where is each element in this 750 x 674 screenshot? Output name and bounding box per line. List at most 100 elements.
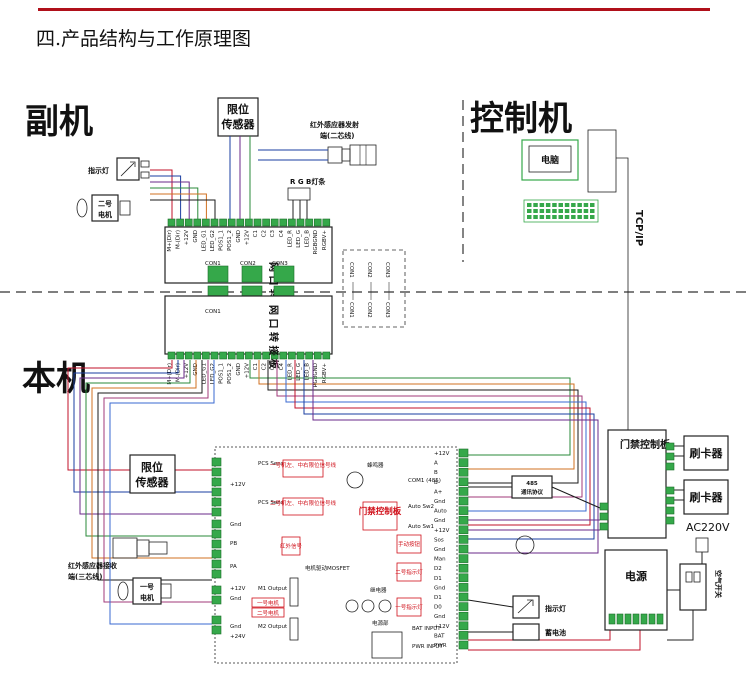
main-right-terminal	[458, 631, 469, 640]
fuji-board-pin-label: LED_G	[296, 230, 302, 248]
fuji-board-pin-label: C2	[262, 230, 268, 237]
bat-input: BAT INPUT	[412, 626, 441, 632]
main-right-terminal	[458, 563, 469, 573]
fuji-board-pin-label: GND	[193, 230, 199, 243]
page-title: 四.产品结构与工作原理图	[36, 28, 251, 50]
benji-board-terminal	[262, 351, 270, 360]
main-left-pin-label: PA	[230, 564, 237, 570]
battery-box	[512, 623, 540, 641]
benji-board-label: 网 口 转 接 板	[267, 305, 280, 370]
fuji-board-terminal	[245, 218, 253, 227]
tcp-link	[616, 157, 629, 440]
keyboard-key	[577, 203, 582, 207]
arrow-icon	[120, 161, 136, 177]
benji-board-terminal	[288, 351, 296, 360]
keyboard-key	[527, 203, 532, 207]
keyboard-key	[552, 215, 557, 219]
keyboard-key	[571, 209, 576, 213]
air-switch	[679, 563, 707, 611]
main-right-terminal	[458, 583, 469, 592]
benji-board-pin-label: M+(Dir)	[167, 363, 173, 385]
psu-terminal	[648, 613, 656, 625]
main-right-terminal	[458, 496, 469, 506]
fuji-board-pin-label: C4	[279, 230, 285, 238]
main-left-terminal	[211, 467, 222, 477]
card-reader-2-label: 刷卡器	[690, 490, 724, 504]
main-right-pin-label: A+	[434, 489, 443, 495]
fuji-limit-sensor-l1: 限位	[227, 102, 249, 116]
arrow-icon-2	[517, 599, 534, 614]
access-terminal	[599, 522, 609, 531]
main-right-pin-label: Sos	[434, 537, 444, 543]
benji-board-pin-label: C4	[279, 363, 285, 371]
red-label-6: 一号电机	[257, 599, 280, 607]
main-left-terminal	[211, 477, 222, 487]
psu-terminal	[624, 613, 632, 625]
fuji-board-terminal	[288, 218, 296, 227]
main-right-terminal	[458, 611, 469, 621]
access-terminal	[665, 486, 675, 495]
main-left-terminal	[211, 595, 222, 605]
legend-con3-bot: CON3	[384, 302, 390, 318]
header-rule	[38, 8, 710, 11]
ac-label: AC220V	[686, 521, 730, 534]
con-connector	[207, 265, 229, 283]
protocol-485-box	[511, 475, 553, 499]
keyboard-key	[558, 203, 563, 207]
benji-board-pin-label: C2	[262, 363, 268, 370]
main-right-pin-label: Gnd	[434, 585, 445, 591]
benji-board-terminal	[167, 351, 176, 360]
fuji-board-terminal	[202, 218, 210, 227]
mosfet-label: 电机驱动MOSFET	[305, 564, 350, 572]
benji-limit-sensor-l1: 限位	[141, 460, 163, 474]
fuji-board-pin-label: C1	[253, 230, 259, 237]
benji-board-terminal	[322, 351, 331, 360]
red-label-1: 二号机左、中右限位信号线	[270, 499, 337, 507]
keyboard-icon	[523, 199, 599, 223]
wire	[258, 149, 328, 161]
keyboard-key	[590, 215, 595, 219]
benji-board-pin-label: LED_R	[287, 363, 293, 381]
section-benji: 本机	[22, 359, 90, 399]
auto-sw1: Auto Sw1	[408, 524, 434, 530]
con2-label-a: CON2	[240, 261, 256, 267]
main-right-terminal	[458, 515, 469, 525]
main-left-pin-label: Gnd	[230, 624, 241, 630]
red-label-2: 二号指示灯	[395, 568, 423, 576]
benji-board-pin-label: POS1_2	[227, 363, 233, 384]
keyboard-key	[590, 203, 595, 207]
main-right-pin-label: D1	[434, 576, 442, 582]
main-right-terminal	[458, 448, 469, 458]
fuji-board-terminal	[167, 218, 176, 227]
fuji-board-terminal	[270, 218, 279, 227]
fuji-board-pin-label: +12V	[244, 230, 250, 246]
ir-emitter-l1: 红外感应器发射	[310, 120, 359, 129]
fuji-board-pin-label: RGBGND	[313, 230, 319, 254]
main-right-pin-label: +12V	[434, 624, 450, 630]
red-label-0: 一号机左、中右限位信号线	[270, 461, 337, 469]
benji-board-terminal	[253, 351, 262, 360]
power-label: 电源	[625, 569, 647, 583]
keyboard-key	[539, 209, 545, 213]
benji-board-terminal	[245, 351, 253, 360]
main-right-terminal	[458, 544, 469, 554]
ir-emitter-icon	[327, 144, 377, 166]
wire	[249, 360, 571, 456]
pwr-input: PWR INPUT	[412, 644, 443, 650]
main-right-pin-label: D2	[434, 566, 442, 572]
pcs-sensor1: PCS Sensor1	[258, 461, 293, 467]
m1-output: M1 Output	[258, 586, 288, 592]
motor2-box	[91, 194, 119, 222]
psu-terminal	[632, 613, 640, 625]
fuji-board-pin-label: POS1_2	[227, 230, 233, 251]
benji-board-terminal	[184, 351, 193, 360]
benji-board-pin-label: +12V	[244, 363, 250, 379]
fuji-board-terminal	[305, 218, 313, 227]
m2-output: M2 Output	[258, 624, 288, 630]
benji-board-pin-label: POS1_1	[219, 363, 225, 384]
buzzer-label: 蜂鸣器	[367, 461, 384, 469]
fuji-board-pin-label: LED_B	[305, 230, 311, 248]
card-reader-2	[683, 479, 729, 515]
wire	[303, 360, 595, 540]
rgb-strip-label: R G B灯条	[290, 177, 326, 186]
